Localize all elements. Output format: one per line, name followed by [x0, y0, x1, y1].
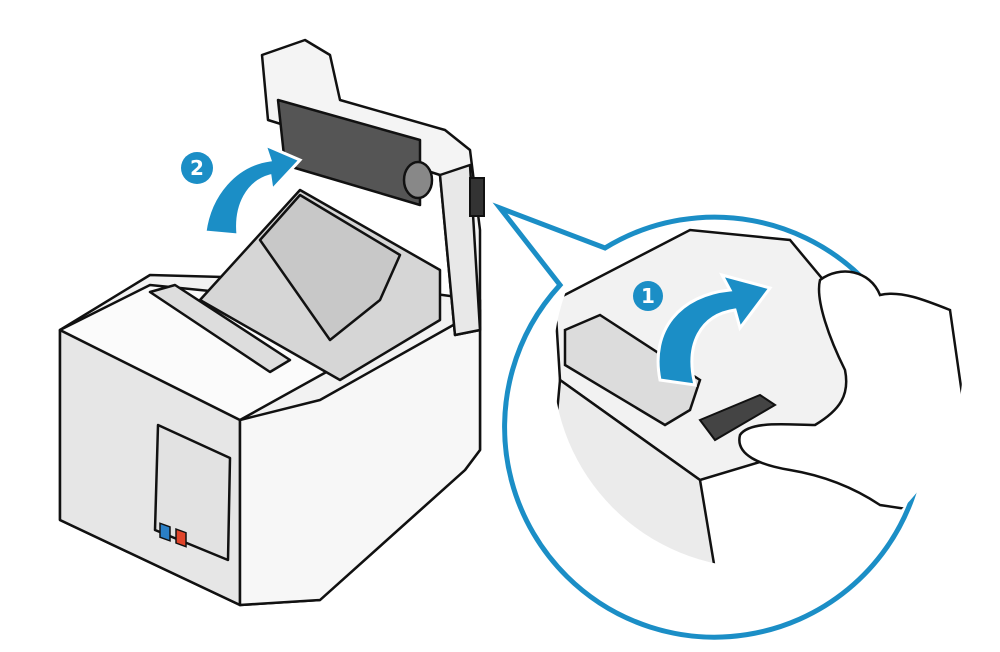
arrow-curved-icon [203, 142, 303, 237]
led-blue [159, 522, 171, 542]
step-1-badge: 1 [633, 281, 663, 311]
printer-cover-open [260, 38, 485, 337]
printer-body [58, 188, 482, 607]
led-red [175, 528, 187, 548]
step-2-number: 2 [190, 156, 204, 180]
step-2-badge: 2 [181, 152, 213, 184]
open-cover-arrow [203, 142, 303, 237]
zoom-callout: 1 [492, 202, 963, 640]
release-lever-arrow [656, 272, 773, 387]
hand-icon [738, 270, 963, 522]
step-1-number: 1 [641, 284, 655, 308]
